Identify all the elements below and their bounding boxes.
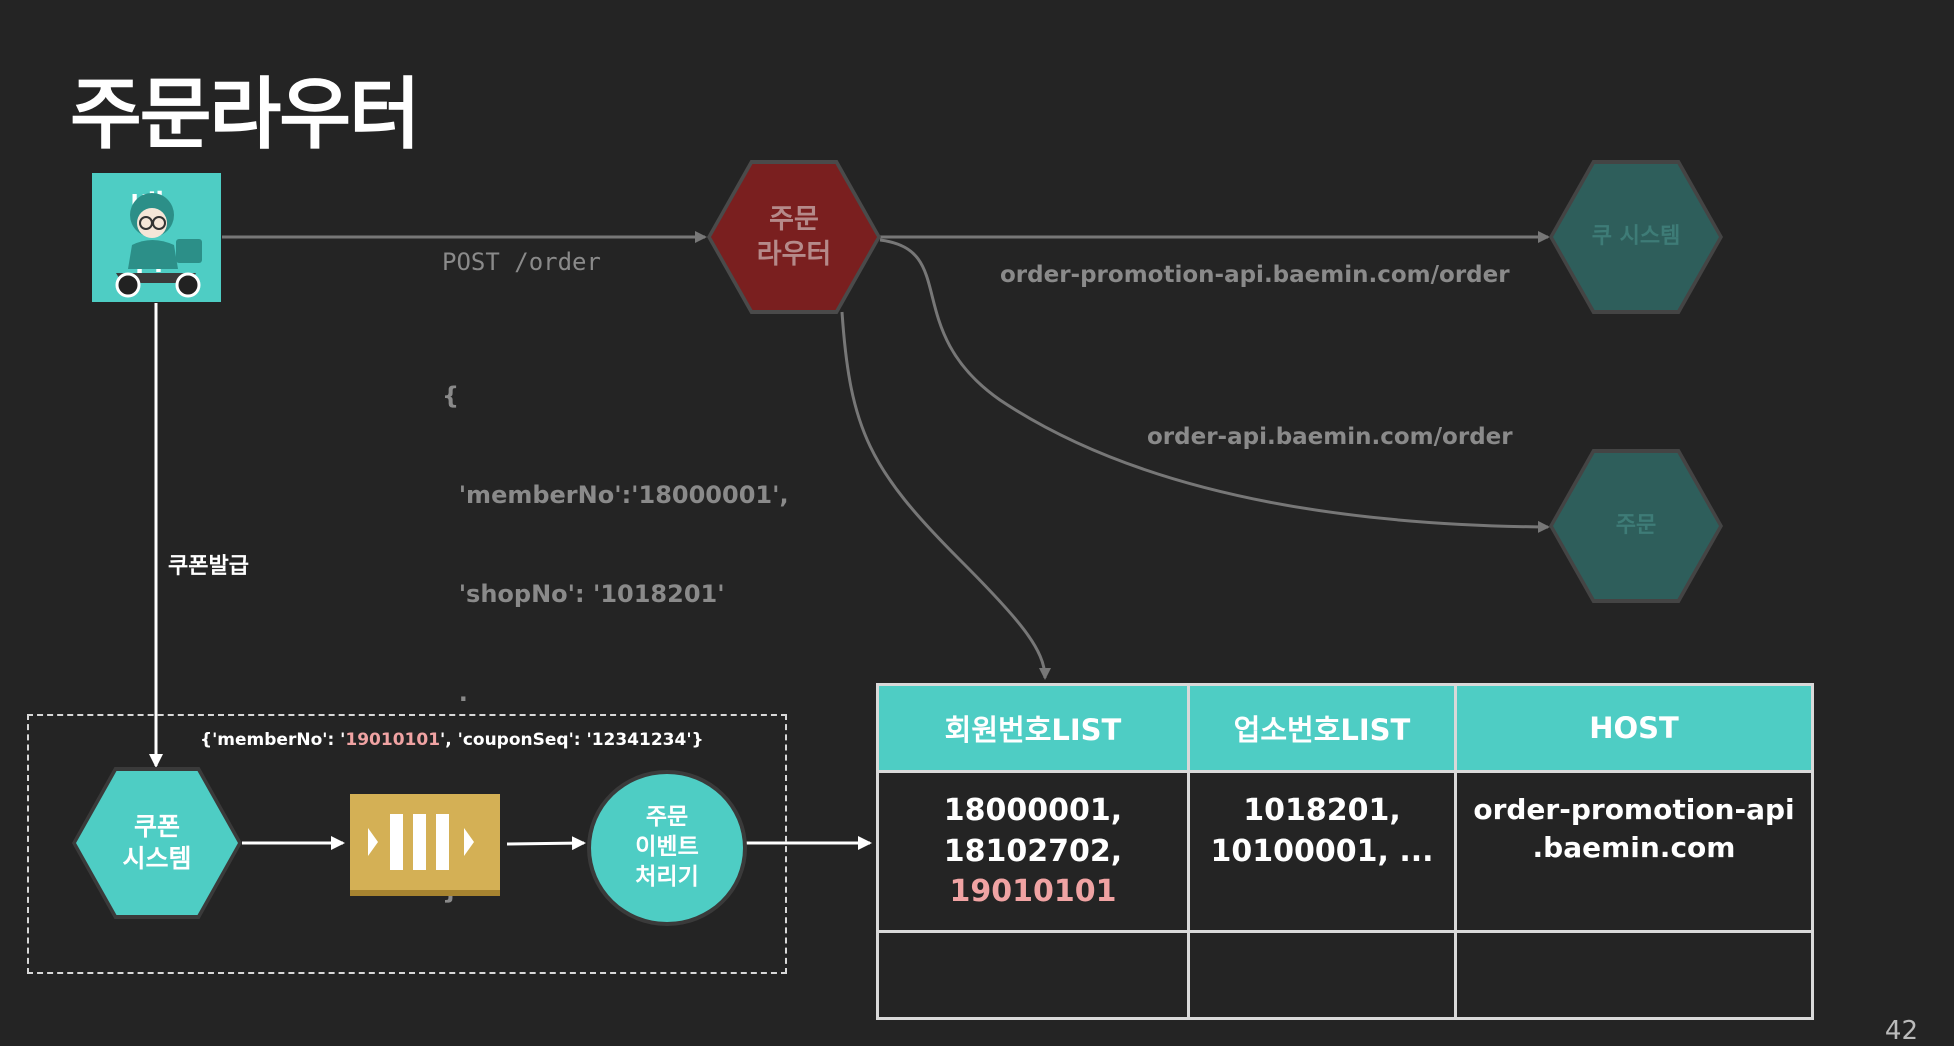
table-header-row: 회원번호LIST 업소번호LIST HOST: [876, 683, 1814, 773]
table-row: [876, 930, 1814, 1020]
promotion-host-label: order-promotion-api.baemin.com/order: [1000, 262, 1510, 288]
request-body-line: 'shopNo': '1018201': [442, 580, 725, 608]
table-cell-members: 18000001, 18102702, 19010101: [876, 770, 1190, 933]
request-body-line: .: [442, 778, 468, 806]
request-body-line: 'memberNo':'18000001',: [442, 481, 789, 509]
routing-table: 회원번호LIST 업소번호LIST HOST 18000001, 1810270…: [876, 683, 1814, 1020]
page-number: 42: [1884, 1016, 1918, 1046]
host-line: .baemin.com: [1532, 830, 1736, 864]
page-title: 주문라우터: [70, 70, 421, 160]
event-group-box: [27, 714, 787, 974]
edge-queue-event: [506, 836, 586, 851]
table-header: HOST: [1454, 683, 1814, 773]
order-host-label: order-api.baemin.com/order: [1147, 424, 1513, 450]
rider-scooter-icon: [115, 193, 202, 298]
coupon-issue-label: 쿠폰발급: [168, 554, 249, 579]
target-bottom-node: 주문: [1549, 449, 1723, 603]
request-body: { 'memberNo':'18000001', 'shopNo': '1018…: [442, 314, 789, 941]
target-bottom-label: 주문: [1615, 512, 1657, 538]
new-member-no: 19010101: [949, 874, 1117, 909]
event-message-prefix: {'memberNo': ': [200, 730, 346, 750]
table-cell-empty: [876, 930, 1190, 1020]
member-no: 18000001,: [943, 793, 1123, 828]
request-body-line: .: [442, 679, 468, 707]
host-line: order-promotion-api: [1473, 793, 1795, 826]
event-message: {'memberNo': '19010101', 'couponSeq': '1…: [200, 730, 704, 750]
request-method-path: POST /order: [442, 248, 601, 276]
coupon-system-node: 쿠폰 시스템: [72, 767, 242, 919]
shop-no: 10100001, ...: [1210, 833, 1434, 869]
member-no: 18102702,: [943, 833, 1123, 869]
edge-router-table: [840, 311, 1051, 680]
table-cell-empty: [1454, 930, 1814, 1020]
shop-no: 1018201,: [1243, 793, 1401, 828]
request-body-line: {: [442, 382, 460, 410]
event-member-no: 19010101: [345, 730, 441, 750]
baemin-logo: 배 민: [92, 173, 221, 302]
table-cell-empty: [1187, 930, 1457, 1020]
coupon-system-label: 쿠폰 시스템: [122, 811, 192, 874]
order-router-node: 주문 라우터: [707, 160, 881, 314]
table-header: 회원번호LIST: [876, 683, 1190, 773]
table-row: 18000001, 18102702, 19010101 1018201, 10…: [876, 770, 1814, 933]
order-router-label: 주문 라우터: [756, 203, 832, 270]
order-event-processor-label: 주문 이벤트 처리기: [635, 804, 699, 890]
target-top-label: 쿠 시스템: [1591, 223, 1681, 249]
table-header: 업소번호LIST: [1187, 683, 1457, 773]
table-cell-host: order-promotion-api .baemin.com: [1454, 770, 1814, 933]
edge-router-bottom: [879, 238, 1550, 533]
message-queue-icon: [350, 794, 500, 896]
event-message-suffix: ', 'couponSeq': '12341234'}: [440, 730, 704, 750]
order-event-processor-node: 주문 이벤트 처리기: [587, 770, 747, 926]
queue-bars-icon: [368, 814, 474, 870]
target-top-node: 쿠 시스템: [1549, 160, 1723, 314]
table-cell-shops: 1018201, 10100001, ...: [1187, 770, 1457, 933]
